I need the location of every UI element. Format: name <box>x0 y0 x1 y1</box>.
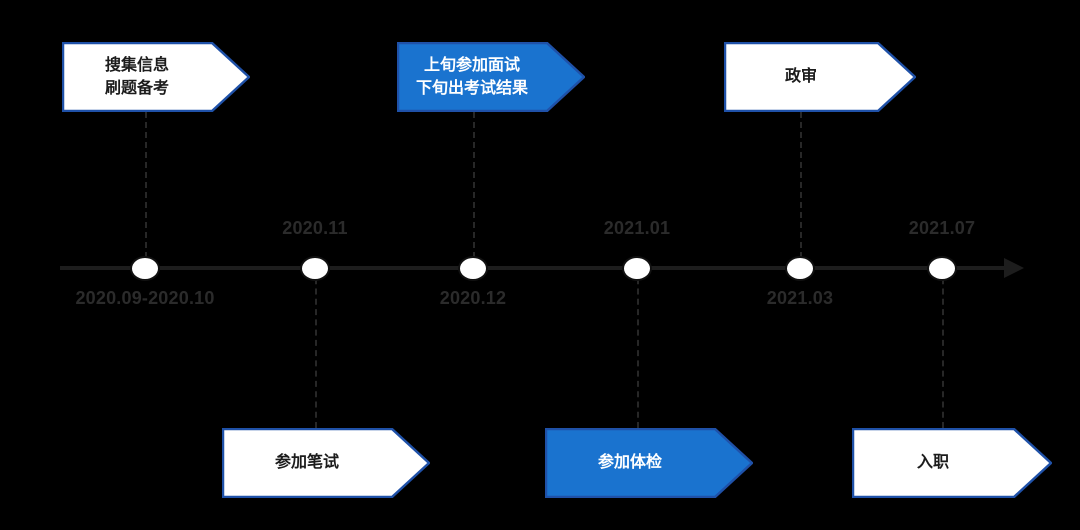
milestone-box-m3[interactable]: 上旬参加面试 下旬出考试结果 <box>397 42 585 112</box>
milestone-box-m6[interactable]: 入职 <box>852 428 1052 498</box>
chevron-shape-icon <box>62 42 250 112</box>
chevron-shape-icon <box>397 42 585 112</box>
chevron-shape-icon <box>545 428 753 498</box>
timeline-node-n3[interactable] <box>458 256 488 281</box>
connector-m1 <box>145 112 147 268</box>
milestone-box-m2[interactable]: 参加笔试 <box>222 428 430 498</box>
connector-m2 <box>315 268 317 428</box>
tick-label-n6: 2021.07 <box>908 218 976 238</box>
tick-label-n3: 2020.12 <box>439 288 507 308</box>
milestone-box-m1[interactable]: 搜集信息 刷题备考 <box>62 42 250 112</box>
tick-label-n1: 2020.09-2020.10 <box>75 288 215 308</box>
timeline-axis-line <box>60 266 1012 270</box>
milestone-box-m4[interactable]: 参加体检 <box>545 428 753 498</box>
timeline-arrow-icon <box>1004 258 1024 278</box>
timeline-node-n1[interactable] <box>130 256 160 281</box>
chevron-shape-icon <box>724 42 916 112</box>
milestone-label: 政审 <box>784 68 817 86</box>
milestone-box-m5[interactable]: 政审 <box>724 42 916 112</box>
connector-m3 <box>473 112 475 268</box>
connector-m5 <box>800 112 802 268</box>
tick-label-n5: 2021.03 <box>766 288 834 308</box>
timeline-node-n5[interactable] <box>785 256 815 281</box>
connector-m4 <box>637 268 639 428</box>
chevron-shape-icon <box>852 428 1052 498</box>
milestone-label: 搜集信息 刷题备考 <box>104 56 169 97</box>
connector-m6 <box>942 268 944 428</box>
milestone-label: 上旬参加面试 下旬出考试结果 <box>415 56 528 97</box>
tick-label-n4: 2021.01 <box>603 218 671 238</box>
milestone-label: 参加笔试 <box>274 454 339 472</box>
timeline-node-n4[interactable] <box>622 256 652 281</box>
timeline-node-n6[interactable] <box>927 256 957 281</box>
timeline-node-n2[interactable] <box>300 256 330 281</box>
tick-label-n2: 2020.11 <box>282 218 348 238</box>
milestone-label: 参加体检 <box>597 454 662 472</box>
chevron-shape-icon <box>222 428 430 498</box>
milestone-label: 入职 <box>916 454 949 472</box>
